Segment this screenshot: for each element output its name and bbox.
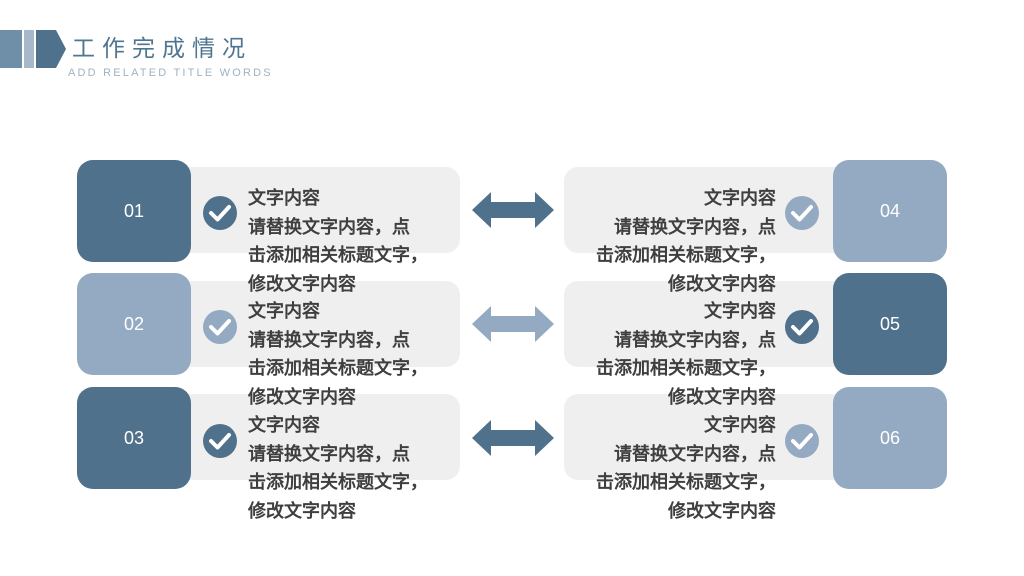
check-circle-icon [785,196,819,230]
check-circle-icon [203,310,237,344]
item-body-line: 击添加相关标题文字， [596,472,776,493]
item-number-01: 01 [77,160,191,262]
item-text-02: 文字内容 请替换文字内容，点 击添加相关标题文字， 修改文字内容 [248,298,448,412]
item-body-line: 击添加相关标题文字， [248,472,428,493]
check-circle-icon [785,310,819,344]
double-arrow-icon [472,306,554,342]
item-body-line: 击添加相关标题文字， [596,358,776,379]
header-ribbon-icon [0,30,66,68]
item-body-line: 修改文字内容 [668,273,776,295]
item-heading: 文字内容 [248,415,320,436]
item-heading: 文字内容 [704,188,776,209]
item-body-line: 修改文字内容 [248,386,356,408]
item-body-line: 请替换文字内容，点 [248,443,410,465]
item-number-04: 04 [833,160,947,262]
item-body-line: 请替换文字内容，点 [248,329,410,351]
item-heading: 文字内容 [248,301,320,322]
item-text-05: 文字内容 请替换文字内容，点 击添加相关标题文字， 修改文字内容 [576,298,776,412]
item-body-line: 击添加相关标题文字， [248,358,428,379]
check-circle-icon [203,424,237,458]
item-heading: 文字内容 [248,188,320,209]
item-text-04: 文字内容 请替换文字内容，点 击添加相关标题文字， 修改文字内容 [576,185,776,299]
item-body-line: 请替换文字内容，点 [248,216,410,238]
page-title: 工作完成情况 [72,36,252,62]
item-body-line: 修改文字内容 [248,273,356,295]
item-body-line: 请替换文字内容，点 [614,216,776,238]
item-body-line: 修改文字内容 [668,386,776,408]
item-number-06: 06 [833,387,947,489]
item-body-line: 击添加相关标题文字， [248,245,428,266]
item-body-line: 请替换文字内容，点 [614,329,776,351]
item-heading: 文字内容 [704,301,776,322]
item-heading: 文字内容 [704,415,776,436]
item-number-05: 05 [833,273,947,375]
check-circle-icon [203,196,237,230]
item-text-06: 文字内容 请替换文字内容，点 击添加相关标题文字， 修改文字内容 [576,412,776,526]
double-arrow-icon [472,192,554,228]
item-text-01: 文字内容 请替换文字内容，点 击添加相关标题文字， 修改文字内容 [248,185,448,299]
double-arrow-icon [472,420,554,456]
item-body-line: 修改文字内容 [248,500,356,522]
item-number-02: 02 [77,273,191,375]
item-body-line: 击添加相关标题文字， [596,245,776,266]
item-body-line: 请替换文字内容，点 [614,443,776,465]
item-text-03: 文字内容 请替换文字内容，点 击添加相关标题文字， 修改文字内容 [248,412,448,526]
item-body-line: 修改文字内容 [668,500,776,522]
check-circle-icon [785,424,819,458]
item-number-03: 03 [77,387,191,489]
page-subtitle: ADD RELATED TITLE WORDS [68,67,273,79]
